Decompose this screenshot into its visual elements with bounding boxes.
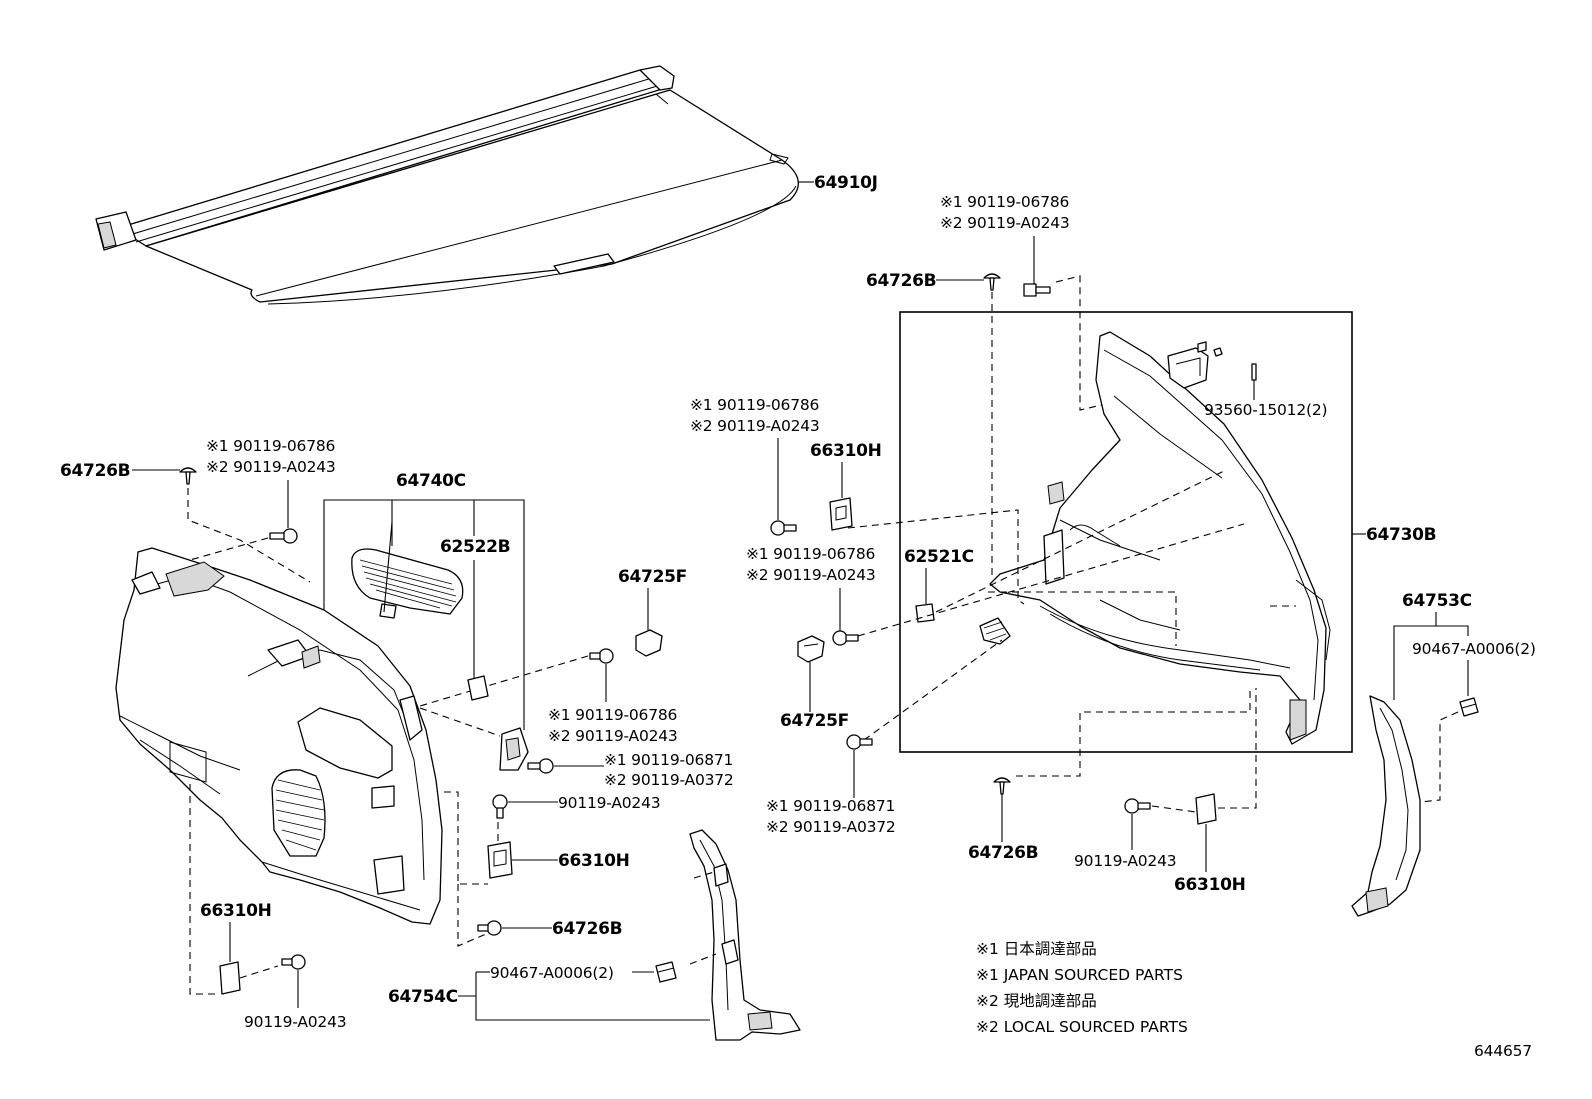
bolt-icon: [589, 648, 614, 664]
label-64910J: 64910J: [814, 173, 878, 193]
label-64740C: 64740C: [396, 471, 466, 491]
label-64726B-left-lower: 64726B: [552, 919, 622, 939]
tonneau-cover-illustration: [95, 65, 799, 305]
clip-icon: [983, 273, 1001, 291]
label-66310H-left-bottom: 66310H: [200, 901, 272, 921]
bolt-icon: [770, 520, 797, 536]
bolt-note-mid-top-2: ※2 90119-A0243: [690, 417, 820, 435]
label-90119-A0243-right: 90119-A0243: [1074, 852, 1176, 870]
clip-icon: [179, 467, 197, 485]
label-64753C: 64753C: [1402, 591, 1472, 611]
bracket-icon: [829, 497, 853, 531]
label-93560: 93560-15012(2): [1204, 401, 1327, 419]
bolt-note-mid-lower-1: ※1 90119-06786: [548, 706, 677, 724]
bolt-icon: [832, 630, 859, 646]
label-90467-right: 90467-A0006(2): [1412, 640, 1536, 658]
screw-icon: [1251, 363, 1257, 381]
left-side-trim-illustration: [115, 547, 443, 925]
hook-icon: [635, 629, 663, 657]
label-90119-A0243-left-bottom: 90119-A0243: [244, 1013, 346, 1031]
label-64730B: 64730B: [1366, 525, 1436, 545]
bracket-icon: [467, 675, 529, 771]
bolt-note-mid-top-1: ※1 90119-06786: [690, 396, 819, 414]
bolt-note-mid-lower-2-b: ※2 90119-A0372: [604, 771, 734, 789]
bolt-icon: [527, 758, 554, 774]
label-64725F-mid: 64725F: [780, 711, 849, 731]
bolt-note-mid-lower-2: ※2 90119-A0243: [548, 727, 678, 745]
label-64725F-left: 64725F: [618, 567, 687, 587]
bolt-note-top-1: ※1 90119-06786: [940, 193, 1069, 211]
bolt-icon: [492, 794, 508, 819]
fastener-icon: [655, 961, 677, 983]
legend-line-4: ※2 LOCAL SOURCED PARTS: [976, 1018, 1188, 1036]
label-64726B-left: 64726B: [60, 461, 130, 481]
right-pillar-trim-illustration: [1351, 695, 1421, 917]
clip-icon: [993, 777, 1011, 795]
label-64726B-bottom: 64726B: [968, 843, 1038, 863]
label-62522B: 62522B: [440, 537, 510, 557]
right-side-trim-illustration: [915, 331, 1331, 745]
bolt-note-bottom-center-2: ※2 90119-A0372: [766, 818, 896, 836]
label-66310H-right: 66310H: [1174, 875, 1246, 895]
bolt-icon: [269, 528, 298, 544]
label-66310H-left-lower: 66310H: [558, 851, 630, 871]
legend-line-2: ※1 JAPAN SOURCED PARTS: [976, 966, 1183, 984]
assembly-box: [899, 311, 1353, 753]
bolt-icon: [1124, 798, 1151, 814]
label-62521C: 62521C: [904, 547, 974, 567]
label-90119-A0243-left-mid: 90119-A0243: [558, 794, 660, 812]
legend-line-1: ※1 日本調達部品: [976, 940, 1097, 958]
bolt-icon: [846, 734, 873, 750]
bracket-icon: [219, 961, 241, 995]
bolt-note-mid-center-1: ※1 90119-06786: [746, 545, 875, 563]
legend-line-3: ※2 現地調達部品: [976, 992, 1097, 1010]
left-pillar-trim-illustration: [689, 829, 801, 1041]
diagram-id: 644657: [1474, 1042, 1532, 1060]
label-66310H-mid: 66310H: [810, 441, 882, 461]
bolt-note-mid-center-2: ※2 90119-A0243: [746, 566, 876, 584]
bolt-note-left-2: ※2 90119-A0243: [206, 458, 336, 476]
label-64726B-top: 64726B: [866, 271, 936, 291]
label-90467-left: 90467-A0006(2): [490, 964, 614, 982]
bracket-icon: [487, 841, 513, 879]
grille-illustration: [351, 548, 464, 619]
bolt-note-bottom-center-1: ※1 90119-06871: [766, 797, 895, 815]
bolt-note-mid-lower-2-a: ※1 90119-06871: [604, 751, 733, 769]
bolt-icon: [477, 920, 502, 936]
fastener-icon: [1459, 697, 1479, 717]
bolt-icon: [1023, 283, 1051, 297]
label-64754C: 64754C: [388, 987, 458, 1007]
hook-icon: [797, 635, 825, 663]
bolt-note-left-1: ※1 90119-06786: [206, 437, 335, 455]
bracket-icon: [1195, 793, 1217, 825]
bolt-icon: [281, 954, 306, 970]
bolt-note-top-2: ※2 90119-A0243: [940, 214, 1070, 232]
